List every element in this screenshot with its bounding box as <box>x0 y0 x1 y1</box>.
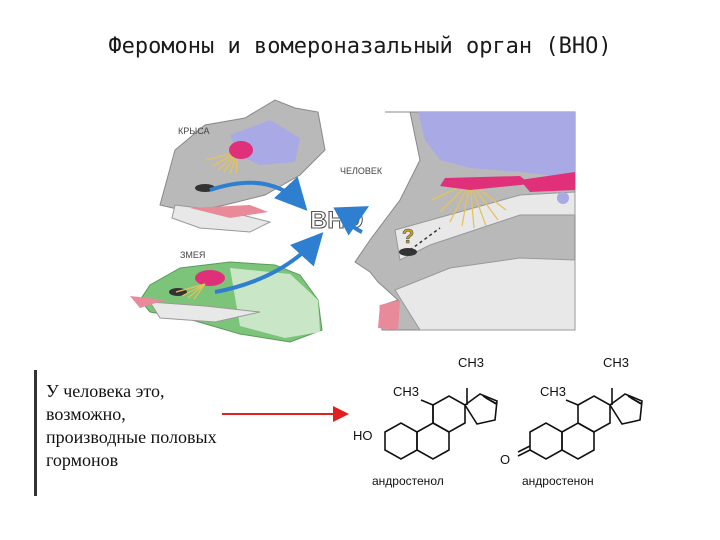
androstenone-oxo-group: O <box>500 452 510 467</box>
rat-label: КРЫСА <box>178 126 210 136</box>
caption-line-4: гормонов <box>46 450 119 470</box>
androstenone-structure <box>517 388 643 460</box>
snake-head-illustration: ЗМЕЯ <box>130 250 323 343</box>
vno-to-human-arrow <box>333 206 370 236</box>
caption-line-2: возможно, <box>46 404 126 424</box>
androstenone-ch3-left: CH3 <box>540 384 566 399</box>
snake-to-vno-arrow <box>214 232 324 294</box>
androstenol-ho-group: HO <box>353 428 373 443</box>
caption-line-3: производные половых <box>46 427 217 447</box>
human-head-illustration: ? ЧЕЛОВЕК <box>340 111 576 331</box>
page-title: Феромоны и вомероназальный орган (ВНО) <box>108 34 612 59</box>
snake-nerve-fibers <box>175 283 206 300</box>
caption-text: У человека это, возможно, производные по… <box>46 380 296 472</box>
rat-head-illustration: КРЫСА <box>159 99 326 233</box>
androstenone-ch3-top: CH3 <box>603 355 629 370</box>
androstenol-ch3-top: CH3 <box>458 355 484 370</box>
caption-line-1: У человека это, <box>46 381 165 401</box>
androstenol-ch3-left: CH3 <box>393 384 419 399</box>
human-label: ЧЕЛОВЕК <box>340 166 383 176</box>
androstenol-name: андростенол <box>372 474 444 488</box>
snake-label: ЗМЕЯ <box>180 250 205 260</box>
androstenone-name: андростенон <box>522 474 594 488</box>
androstenol-structure <box>384 388 498 460</box>
rat-to-vno-arrow <box>209 176 308 211</box>
caption-border <box>34 370 299 496</box>
question-mark: ? <box>402 226 414 248</box>
